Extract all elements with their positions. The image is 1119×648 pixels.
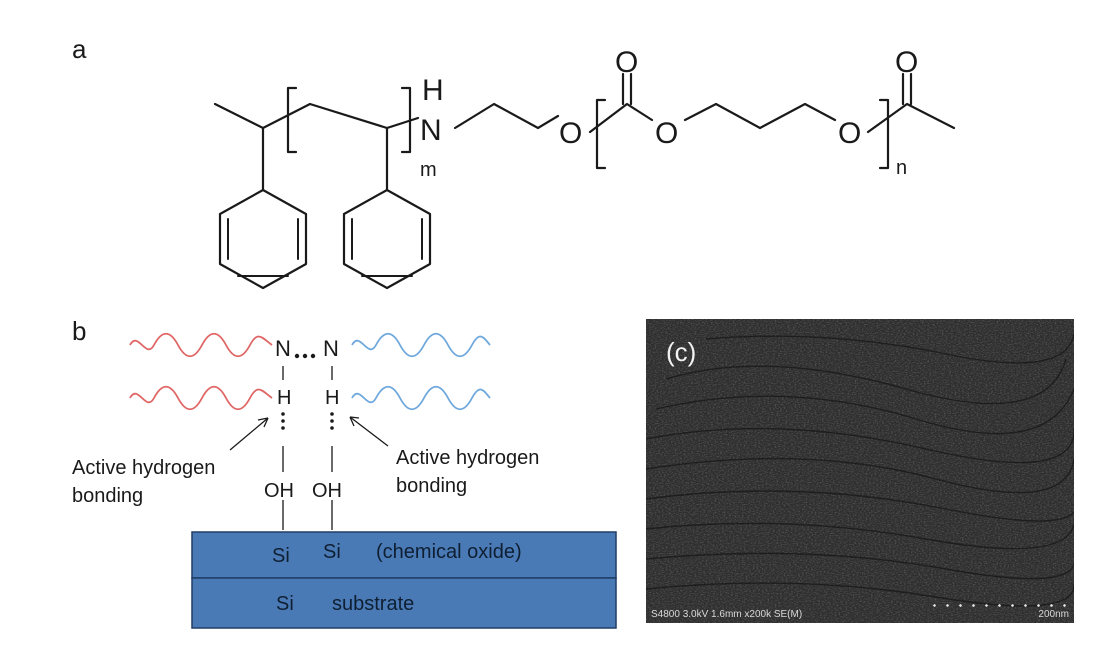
polymer-chain-left-1: [129, 332, 273, 358]
polymer-chain-left-2: [129, 385, 273, 411]
si-right: Si: [323, 541, 341, 563]
arrow-right: [349, 416, 389, 447]
arrow-left: [229, 417, 269, 451]
oxide-layer: [191, 531, 617, 579]
carbonyl-bond-1: [621, 72, 633, 106]
phenyl-ring-2: [342, 188, 432, 290]
bonding-schematic: N N H H OH OH Active hydrogen bonding Ac…: [72, 332, 617, 629]
si-substrate: Si: [276, 593, 294, 615]
atom-o-ester-2: O: [655, 117, 678, 150]
bracket-n-left: [595, 98, 607, 170]
atom-n: N: [420, 114, 442, 147]
panel-b-letter: b: [72, 316, 87, 346]
oxide-label: (chemical oxide): [376, 541, 522, 563]
propyl-bond: [683, 102, 837, 130]
subscript-n: n: [896, 157, 907, 179]
phenyl-ring-1: [218, 188, 308, 290]
sem-image: (c) S4800 3.0kV 1.6mm x200k SE(M) 200nm: [646, 319, 1074, 623]
subscript-m: m: [420, 159, 437, 181]
hydroxyl-left: OH: [264, 480, 294, 502]
structure-diagram: N H O O O O O m n: [213, 46, 956, 290]
scale-bar-label: 200nm: [1038, 609, 1069, 620]
atom-h-left: H: [277, 387, 291, 409]
sem-panel-label: (c): [666, 337, 697, 367]
atom-o-ester-1: O: [559, 117, 582, 150]
bracket-m-right: [400, 86, 412, 154]
annotation-right-line2: bonding: [396, 475, 467, 497]
atom-n-left: N: [275, 336, 291, 361]
linker-bond: [453, 102, 560, 130]
hydroxyl-right: OH: [312, 480, 342, 502]
annotation-left-line1: Active hydrogen: [72, 457, 215, 479]
carbonate-bond: [588, 102, 654, 134]
atom-h-right: H: [325, 387, 339, 409]
carbonyl-bond-2: [901, 72, 913, 106]
atom-h: H: [422, 74, 444, 107]
substrate-label: substrate: [332, 593, 414, 615]
bracket-m-left: [286, 86, 298, 154]
annotation-right-line1: Active hydrogen: [396, 447, 539, 469]
atom-o-carbonyl-2: O: [895, 46, 918, 79]
acetyl-bond: [866, 102, 956, 134]
sem-texture: [646, 319, 1074, 623]
bracket-n-right: [878, 98, 890, 170]
scale-bar: [928, 604, 1068, 607]
polymer-chain-right-2: [351, 385, 491, 411]
substrate-layer: [191, 577, 617, 629]
atom-o-carbonyl-1: O: [615, 46, 638, 79]
panel-a-letter: a: [72, 34, 87, 64]
si-left: Si: [272, 545, 290, 567]
atom-o-ester-3: O: [838, 117, 861, 150]
annotation-left-line2: bonding: [72, 485, 143, 507]
atom-n-right: N: [323, 336, 339, 361]
backbone-bond: [213, 102, 420, 130]
sem-info-bar: S4800 3.0kV 1.6mm x200k SE(M): [651, 609, 803, 620]
polymer-chain-right-1: [351, 332, 491, 358]
